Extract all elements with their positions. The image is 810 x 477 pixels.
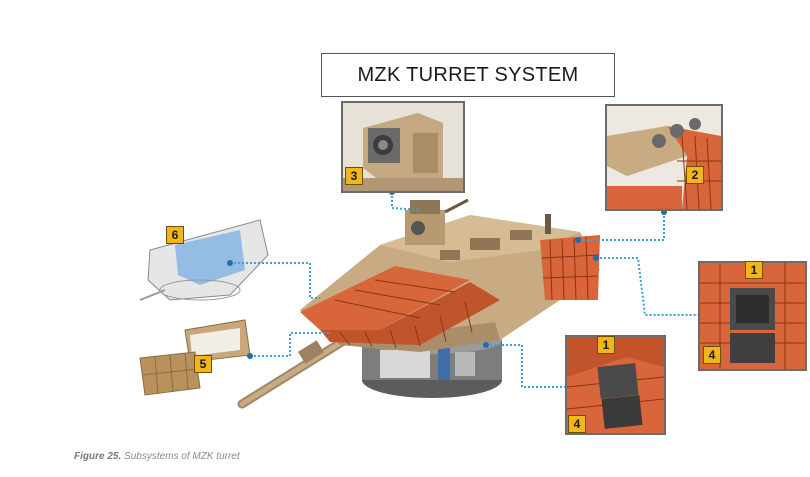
callout-badge-4-side: 4 [703,346,721,364]
gun-barrel [237,335,350,409]
callout-badge-5: 5 [194,355,212,373]
figure-caption-text: Subsystems of MZK turret [124,451,240,462]
callout-badge-3: 3 [345,167,363,185]
callout-badge-4-front: 4 [568,415,586,433]
exploded-subsystem-6 [139,219,269,301]
sight-detail-drawing [343,103,463,191]
figure-caption: Figure 25. Subsystems of MZK turret [74,451,240,462]
callout-badge-1-side: 1 [745,261,763,279]
slat-armor-detail-drawing [607,106,721,209]
figure-caption-label: Figure 25. [74,451,122,462]
inset-subsystem-3 [341,101,465,193]
callout-badge-1-front: 1 [597,336,615,354]
callout-badge-2: 2 [686,166,704,184]
exploded-subsystem-5 [139,319,251,396]
callout-badge-6: 6 [166,226,184,244]
front-armor-modules [300,235,600,349]
leader-lines [230,192,700,388]
inset-subsystem-2 [605,104,723,211]
diagram-title: MZK TURRET SYSTEM [321,53,615,97]
